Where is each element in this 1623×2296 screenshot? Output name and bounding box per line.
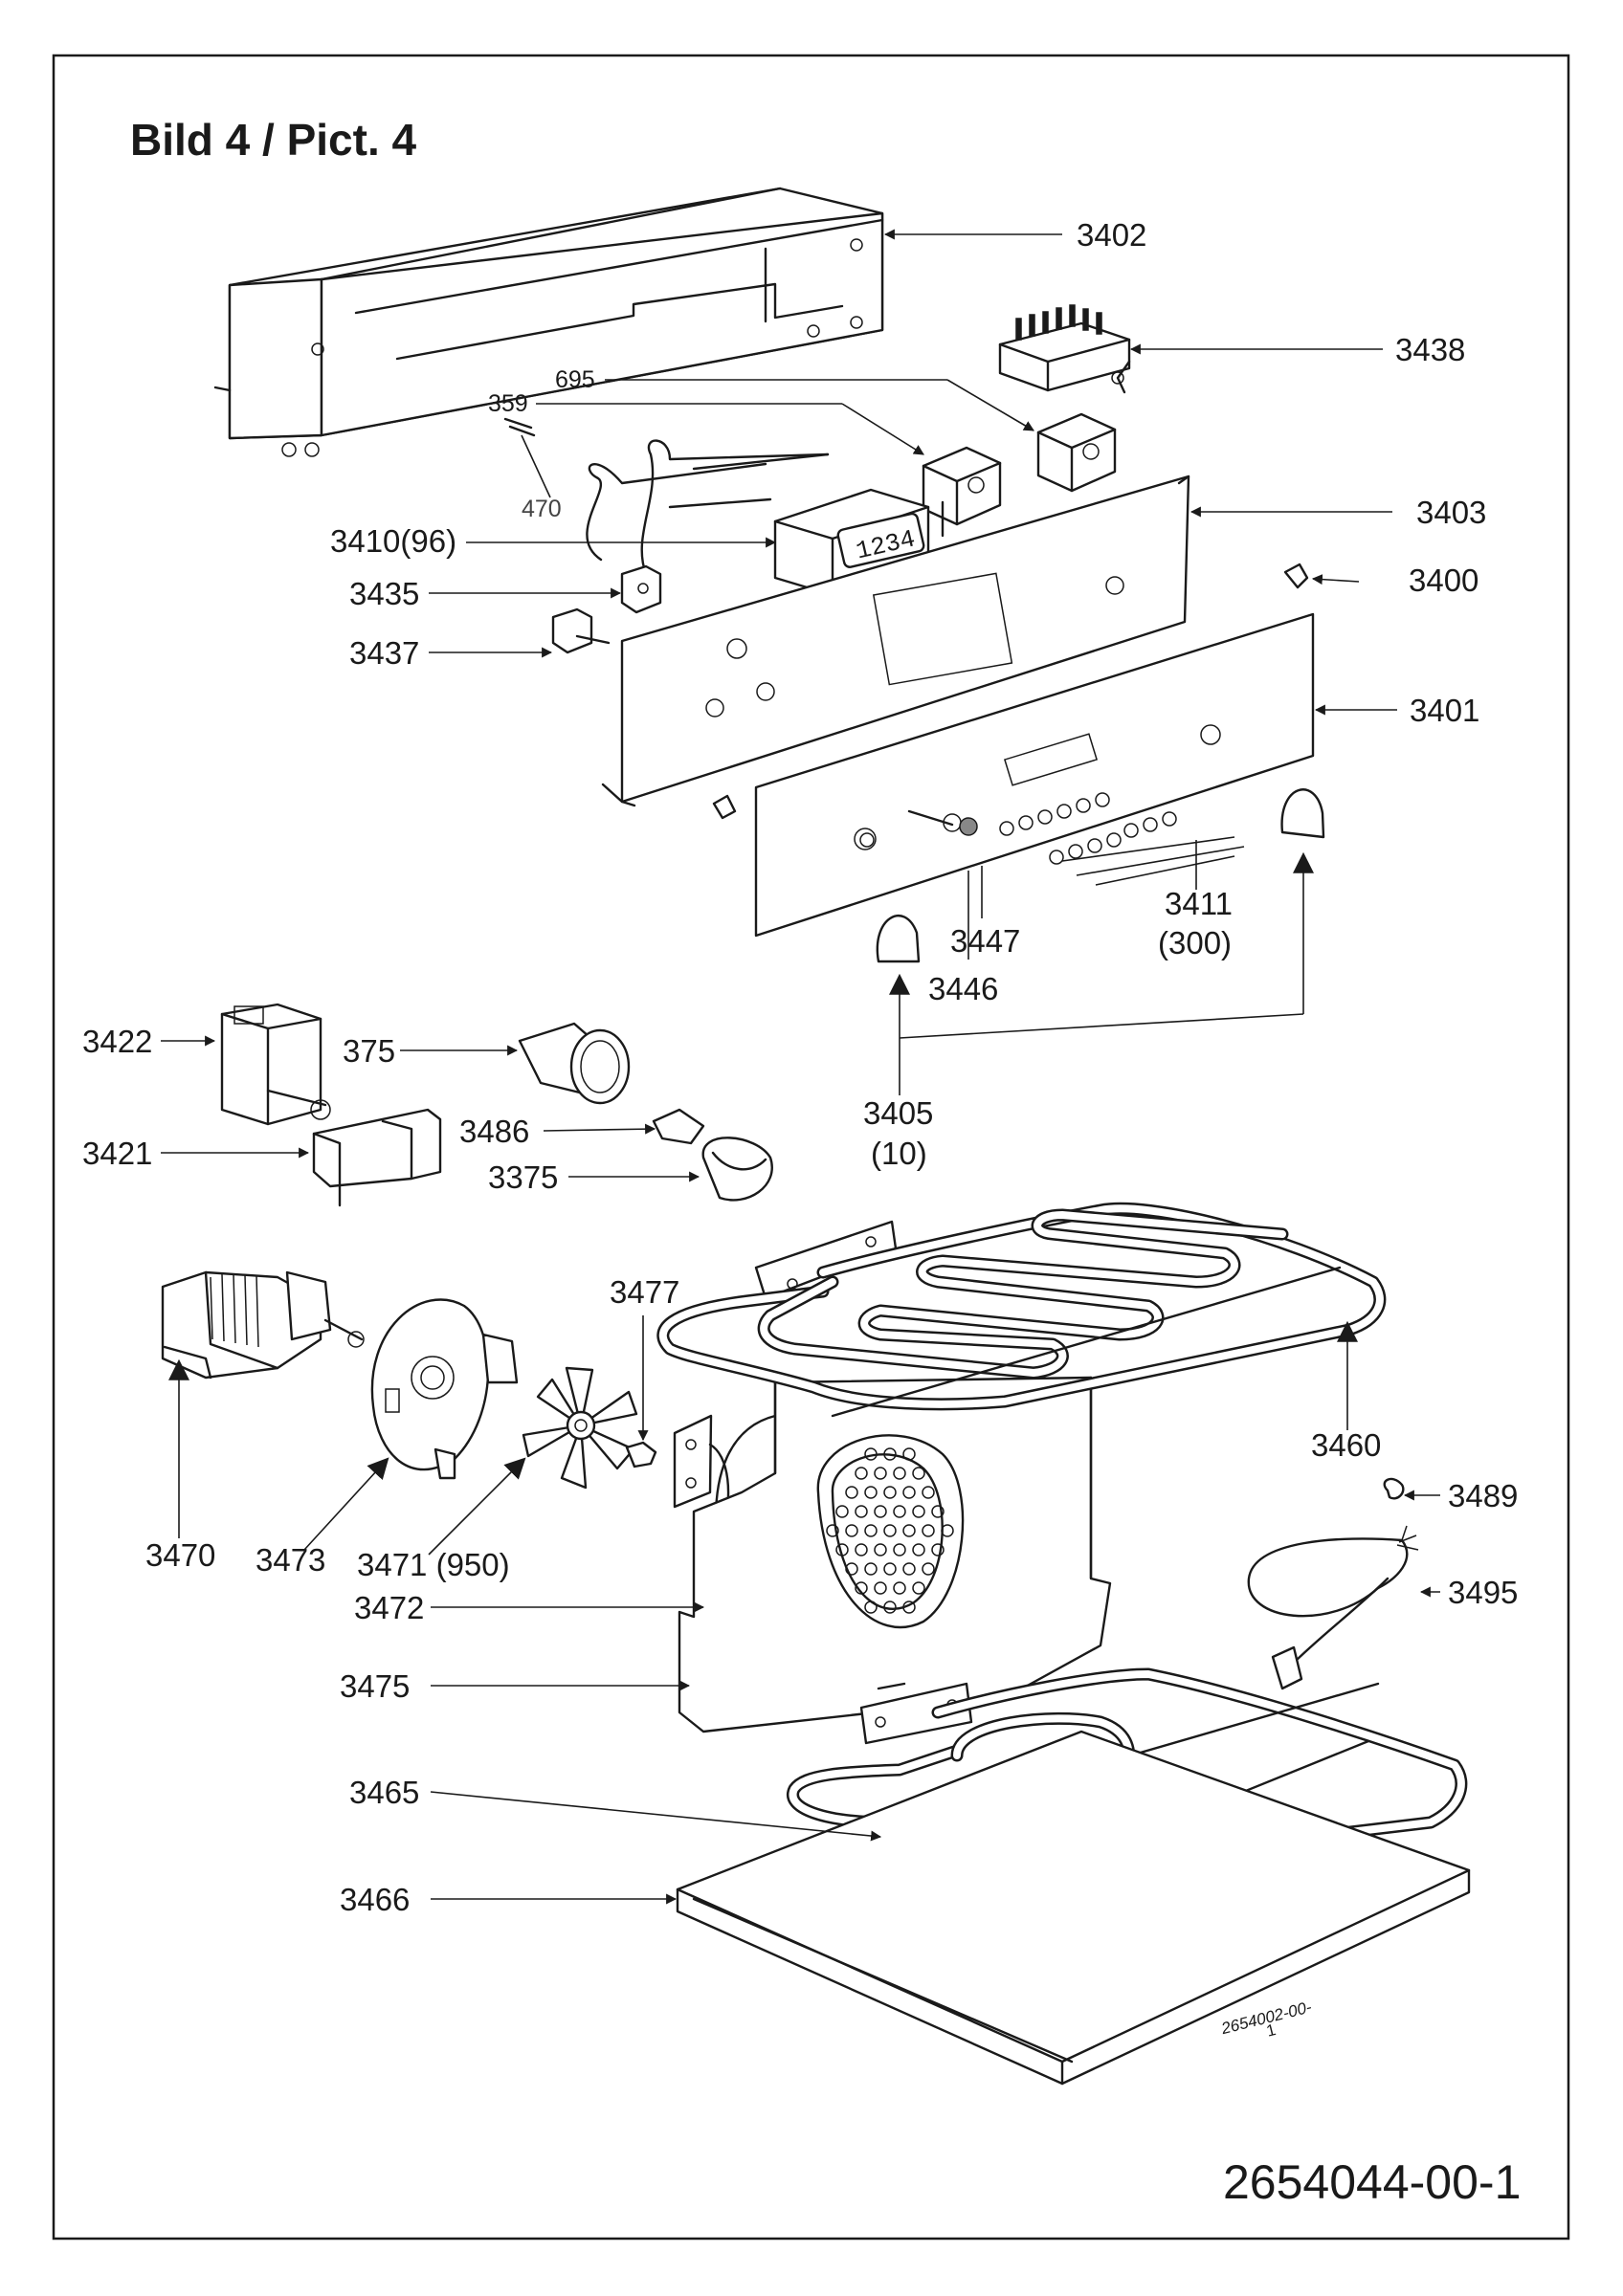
label-3411-qty: (300) bbox=[1158, 925, 1232, 960]
part-thermostat-right bbox=[1036, 412, 1117, 493]
part-lamp-bulb bbox=[652, 1108, 705, 1145]
part-switch-bracket bbox=[312, 1108, 442, 1207]
part-fan-impeller bbox=[522, 1366, 638, 1490]
label-470: 470 bbox=[522, 496, 562, 522]
part-cable-clip bbox=[1383, 1477, 1405, 1500]
part-control-panel-fascia bbox=[712, 612, 1315, 938]
part-control-mounting-panel bbox=[601, 475, 1190, 807]
label-3438: 3438 bbox=[1395, 332, 1465, 367]
label-3410: 3410(96) bbox=[330, 523, 456, 559]
part-labels: 3402 3438 695 359 470 3403 3410(96) 3400… bbox=[82, 217, 1518, 1917]
label-3489: 3489 bbox=[1448, 1478, 1518, 1513]
tray-code-line2: 1 bbox=[1264, 2020, 1278, 2041]
part-fuse-clip bbox=[503, 417, 536, 437]
page-frame bbox=[52, 54, 1570, 2241]
label-3460: 3460 bbox=[1311, 1427, 1381, 1463]
label-3400: 3400 bbox=[1409, 563, 1478, 598]
label-3401: 3401 bbox=[1410, 693, 1479, 728]
part-lamp-cover bbox=[701, 1137, 773, 1202]
label-3466: 3466 bbox=[340, 1882, 410, 1917]
label-375: 375 bbox=[343, 1033, 395, 1069]
label-3435: 3435 bbox=[349, 576, 419, 611]
part-mains-cable bbox=[1247, 1525, 1419, 1690]
part-element-bracket bbox=[673, 1414, 730, 1552]
label-3411: 3411 bbox=[1165, 886, 1233, 921]
label-3470: 3470 bbox=[145, 1537, 215, 1573]
label-3465: 3465 bbox=[349, 1775, 419, 1810]
part-connector-3435 bbox=[620, 564, 662, 614]
part-fan-motor bbox=[161, 1270, 365, 1380]
label-3403: 3403 bbox=[1416, 495, 1486, 530]
label-3471: 3471 (950) bbox=[357, 1547, 510, 1582]
label-3477: 3477 bbox=[610, 1274, 679, 1310]
part-control-knob-right bbox=[1280, 788, 1325, 839]
label-3402: 3402 bbox=[1077, 217, 1146, 253]
label-3422: 3422 bbox=[82, 1024, 152, 1059]
part-control-knob-left bbox=[876, 915, 921, 963]
part-connector-3437 bbox=[551, 607, 611, 654]
label-3405: 3405 bbox=[863, 1095, 933, 1131]
part-selector-switch bbox=[998, 304, 1131, 394]
part-oven-muffle bbox=[678, 1376, 1112, 1745]
part-screw-3400 bbox=[1283, 563, 1309, 589]
label-3486: 3486 bbox=[459, 1114, 529, 1149]
part-door-switch bbox=[220, 1003, 331, 1126]
label-3495: 3495 bbox=[1448, 1575, 1518, 1610]
label-3437: 3437 bbox=[349, 635, 419, 671]
page-title: Bild 4 / Pict. 4 bbox=[130, 115, 417, 165]
label-3421: 3421 bbox=[82, 1136, 152, 1171]
label-3446: 3446 bbox=[928, 971, 998, 1006]
label-359: 359 bbox=[488, 390, 528, 417]
label-3447: 3447 bbox=[950, 923, 1020, 959]
label-3472: 3472 bbox=[354, 1590, 424, 1625]
leader-lines bbox=[161, 229, 1440, 1905]
part-lamp-holder bbox=[518, 1022, 631, 1105]
document-number: 2654044-00-1 bbox=[1223, 2155, 1521, 2209]
label-695: 695 bbox=[555, 366, 595, 393]
part-thermostat-left bbox=[922, 446, 1002, 538]
label-3405-qty: (10) bbox=[871, 1136, 927, 1171]
label-3473: 3473 bbox=[256, 1542, 325, 1578]
part-fan-mounting-plate bbox=[370, 1298, 519, 1480]
label-3375: 3375 bbox=[488, 1159, 558, 1195]
part-bottom-tray bbox=[676, 1730, 1471, 2086]
label-3475: 3475 bbox=[340, 1668, 410, 1704]
part-top-bracket bbox=[213, 187, 884, 457]
part-fan-nut bbox=[625, 1441, 657, 1468]
